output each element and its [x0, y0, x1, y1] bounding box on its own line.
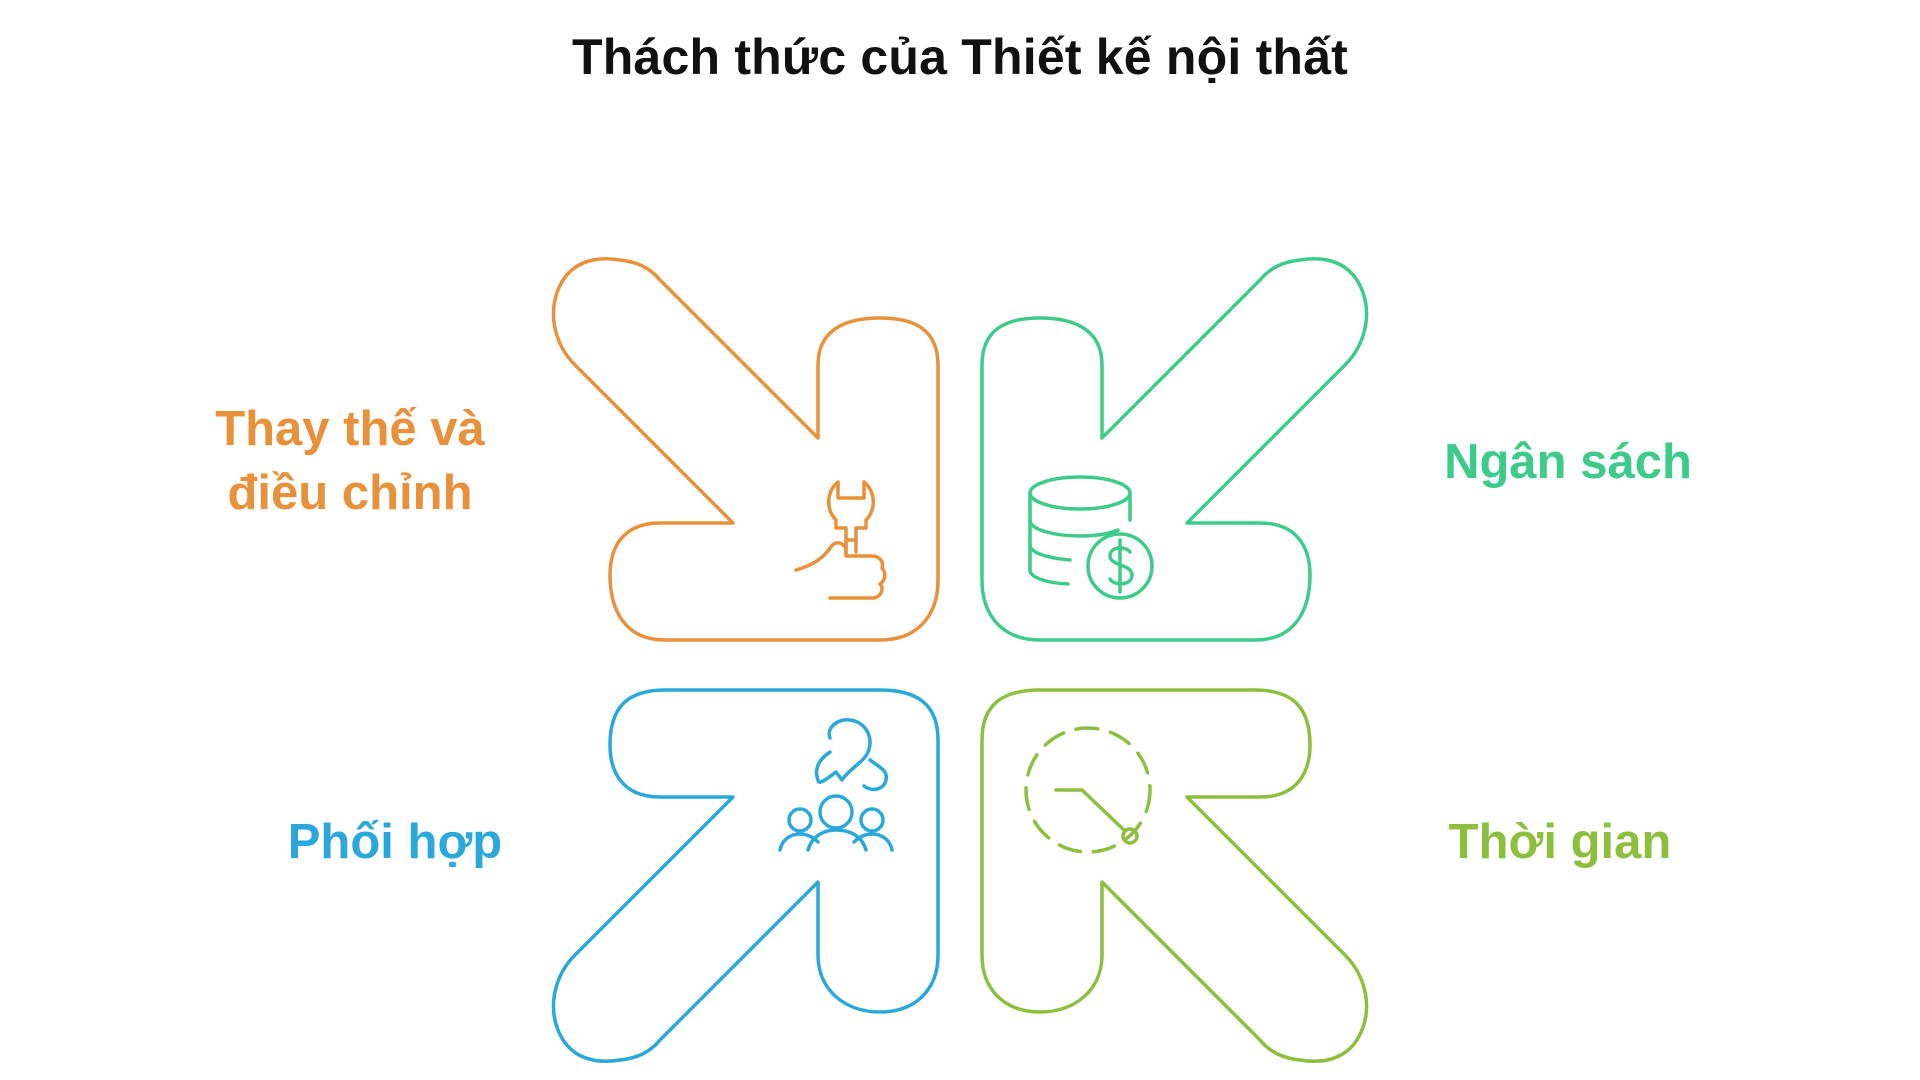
arrow-shape-bottom-right	[980, 688, 1369, 1063]
label-phoi-hop-line-1: Phối hợp	[287, 815, 503, 869]
coins-dollar-icon	[1028, 475, 1154, 600]
label-thay-the-line-2: điều chỉnh	[227, 466, 473, 520]
label-phoi-hop: Phối hợp	[270, 810, 520, 874]
arrow-ngan-sach	[980, 257, 1369, 642]
team-collaboration-icon	[778, 718, 894, 852]
label-thoi-gian-line-1: Thời gian	[1448, 815, 1672, 869]
arrow-thay-the	[551, 257, 940, 642]
arrow-shape-top-right	[980, 257, 1369, 642]
diagram-title: Thách thức của Thiết kế nội thất	[571, 29, 1349, 85]
arrow-shape-bottom-left	[551, 688, 940, 1063]
arrow-thoi-gian	[980, 688, 1369, 1063]
label-ngan-sach: Ngân sách	[1418, 430, 1718, 494]
arrow-phoi-hop	[551, 688, 940, 1063]
label-thay-the-line-1: Thay thế và	[215, 402, 485, 456]
label-ngan-sach-line-1: Ngân sách	[1444, 435, 1692, 489]
wrench-thumbs-up-icon	[794, 480, 887, 600]
label-thay-the: Thay thế và điều chỉnh	[180, 397, 520, 525]
clock-dashed-icon	[1024, 726, 1152, 854]
label-thoi-gian: Thời gian	[1420, 810, 1700, 874]
arrow-shape-top-left	[551, 257, 940, 642]
